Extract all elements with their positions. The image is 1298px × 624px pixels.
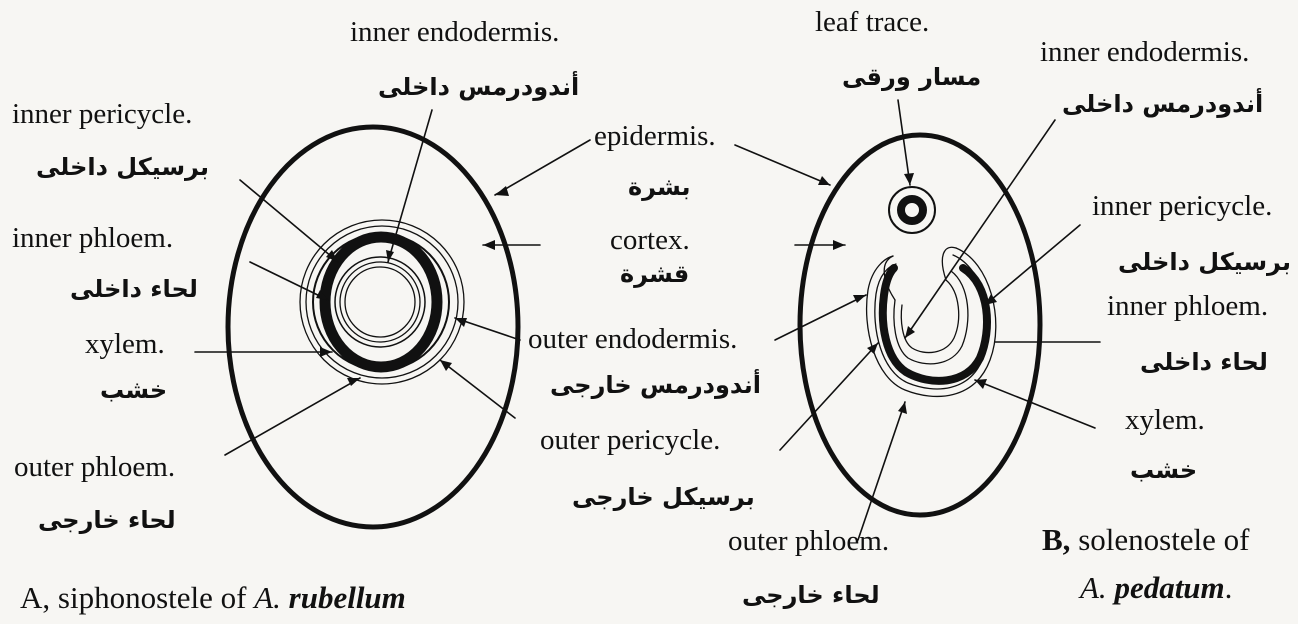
arrowhead-outer-endodermis-b (853, 295, 866, 303)
outer-endodermis-label: outer endodermis. (528, 325, 737, 354)
leader-outer-endodermis-b (775, 295, 866, 340)
a-inner-phloem-arabic: لحاء داخلى (70, 277, 198, 301)
leader-outer-pericycle-a (440, 360, 515, 418)
leaf-trace-core (901, 199, 923, 221)
leader-epidermis-a (495, 140, 590, 195)
solenostele-inner-b (901, 280, 958, 353)
a-inner-pericycle-arabic: برسيكل داخلى (36, 155, 209, 179)
stem-outline-b (800, 135, 1040, 515)
a-xylem-arabic: خشب (100, 378, 167, 402)
caption-b-species: pedatum (1114, 570, 1224, 605)
b-inner-pericycle-label: inner pericycle. (1092, 192, 1272, 221)
leader-outer-pericycle-b (780, 343, 878, 450)
b-xylem-arabic: خشب (1130, 458, 1197, 482)
arrowhead-b-outer-phloem (898, 402, 907, 414)
b-inner-phloem-arabic: لحاء داخلى (1140, 350, 1268, 374)
leader-b-inner-pericycle (985, 225, 1080, 305)
stem-outline-a (228, 127, 518, 527)
arrowhead-cortex-b (833, 240, 845, 250)
caption-b-suffix: solenostele of (1070, 522, 1249, 557)
outer-endodermis-arabic: أندودرمس خارجى (550, 373, 761, 397)
b-inner-endodermis-label: inner endodermis. (1040, 38, 1249, 67)
a-xylem-label: xylem. (85, 330, 165, 359)
b-inner-pericycle-arabic: برسيكل داخلى (1118, 250, 1291, 274)
caption-a-genus: A. (254, 580, 281, 615)
b-leaf-trace-arabic: مسار ورقى (842, 65, 981, 89)
a-outer-phloem-label: outer phloem. (14, 453, 175, 482)
cortex-label: cortex. (610, 226, 690, 255)
caption-a-species: rubellum (289, 580, 406, 615)
a-outer-phloem-arabic: لحاء خارجى (38, 508, 176, 532)
b-inner-phloem-label: inner phloem. (1107, 292, 1268, 321)
arrowhead-b-inner-endodermis (905, 326, 915, 338)
caption-b-line2: A. pedatum. (1080, 572, 1232, 603)
epidermis-label: epidermis. (594, 122, 716, 151)
arrowhead-cortex-a (483, 240, 495, 250)
leader-a-inner-pericycle (240, 180, 338, 262)
b-xylem-label: xylem. (1125, 406, 1205, 435)
outer-pericycle-arabic: برسيكل خارجى (572, 485, 755, 509)
b-inner-endodermis-arabic: أندودرمس داخلى (1062, 92, 1263, 116)
caption-b-end: . (1225, 570, 1233, 605)
b-outer-phloem-label: outer phloem. (728, 527, 889, 556)
a-inner-endodermis-arabic: أندودرمس داخلى (378, 75, 579, 99)
b-outer-phloem-arabic: لحاء خارجى (742, 583, 880, 607)
a-inner-pericycle-label: inner pericycle. (12, 100, 192, 129)
leader-b-inner-endodermis (905, 120, 1055, 338)
a-inner-endodermis-label: inner endodermis. (350, 18, 559, 47)
caption-a-prefix: A, siphonostele of (20, 580, 254, 615)
b-leaf-trace-label: leaf trace. (815, 8, 929, 37)
inner-endodermis-ring-a (345, 267, 415, 337)
epidermis-arabic: بشرة (628, 175, 691, 199)
caption-b-line1: B, solenostele of (1042, 524, 1250, 555)
caption-b-genus: A. (1080, 570, 1107, 605)
leaf-trace-outer (889, 187, 935, 233)
caption-b-prefix: B, (1042, 522, 1070, 557)
leader-epidermis-b (735, 145, 830, 185)
a-inner-phloem-label: inner phloem. (12, 224, 173, 253)
arrowhead-a-inner-endodermis (386, 250, 394, 262)
outer-pericycle-label: outer pericycle. (540, 426, 720, 455)
inner-pericycle-ring-a (340, 262, 420, 342)
leader-b-outer-phloem (858, 402, 905, 540)
cortex-arabic: قشرة (620, 262, 689, 286)
arrowhead-outer-pericycle-a (440, 360, 452, 371)
solenostele-inner-a (894, 271, 968, 364)
inner-phloem-ring-a (335, 257, 425, 347)
leader-b-leaf-trace (898, 100, 910, 185)
caption-a: A, siphonostele of A. rubellum (20, 582, 406, 613)
